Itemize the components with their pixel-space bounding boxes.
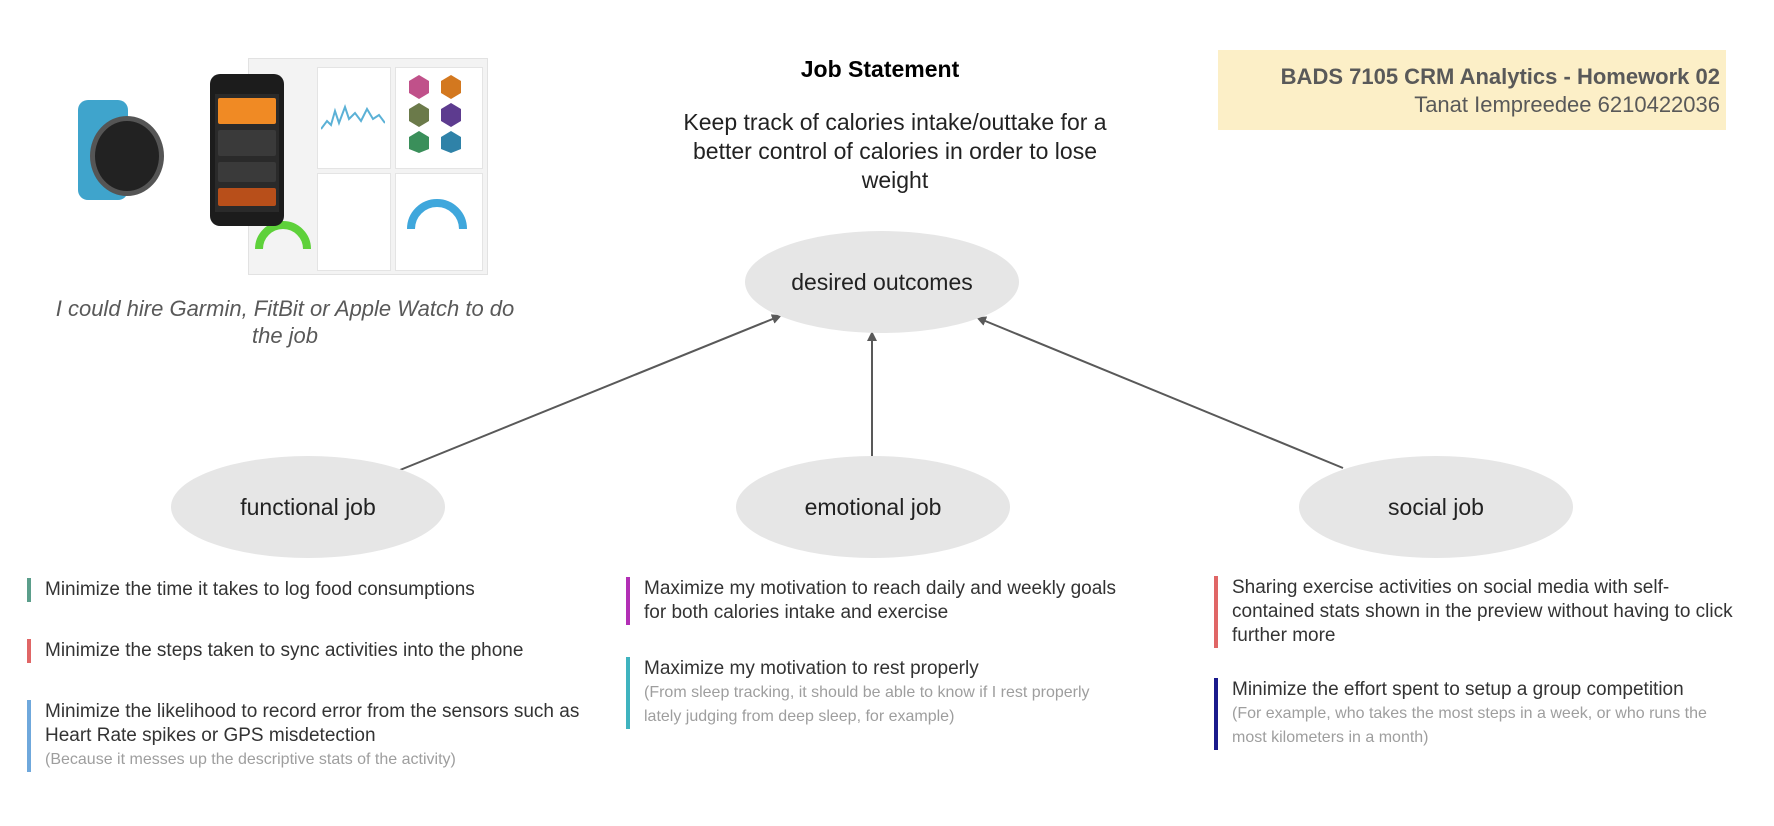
job-statement-title: Job Statement — [800, 56, 960, 82]
emotional-job-node: emotional job — [736, 456, 1010, 558]
item-text: Sharing exercise activities on social me… — [1232, 577, 1733, 646]
item-text: Maximize my motivation to rest properly — [644, 658, 979, 679]
item-text: Maximize my motivation to reach daily an… — [644, 578, 1117, 623]
badges-icon — [409, 75, 461, 153]
header-box: BADS 7105 CRM Analytics - Homework 02 Ta… — [1218, 50, 1726, 130]
item-text: Minimize the likelihood to record error … — [45, 701, 580, 746]
item-note: (From sleep tracking, it should be able … — [644, 684, 1090, 725]
functional-item: Minimize the steps taken to sync activit… — [27, 639, 587, 663]
item-text: Minimize the steps taken to sync activit… — [45, 640, 524, 661]
functional-item: Minimize the likelihood to record error … — [27, 700, 587, 772]
dashboard-screenshot — [248, 58, 488, 275]
functional-item: Minimize the time it takes to log food c… — [27, 578, 587, 602]
header-title: BADS 7105 CRM Analytics - Homework 02 — [1280, 64, 1720, 89]
hire-caption: I could hire Garmin, FitBit or Apple Wat… — [55, 296, 515, 348]
job-statement-text: Keep track of calories intake/outtake fo… — [683, 109, 1107, 193]
desired-outcomes-node: desired outcomes — [745, 231, 1019, 333]
heart-rate-chart-icon — [321, 104, 385, 130]
emotional-item: Maximize my motivation to rest properly … — [626, 657, 1126, 729]
steps-gauge-icon — [255, 221, 311, 249]
gauge-icon — [407, 199, 467, 230]
arrow-social-to-desired — [976, 316, 1344, 469]
watch-face — [90, 116, 164, 196]
social-job-node: social job — [1299, 456, 1573, 558]
emotional-item: Maximize my motivation to reach daily an… — [626, 577, 1126, 625]
header-subtitle: Tanat Iempreedee 6210422036 — [1414, 92, 1720, 117]
social-item: Minimize the effort spent to setup a gro… — [1214, 678, 1734, 750]
item-text: Minimize the time it takes to log food c… — [45, 579, 475, 600]
item-text: Minimize the effort spent to setup a gro… — [1232, 679, 1684, 700]
phone — [210, 74, 284, 226]
functional-job-node: functional job — [171, 456, 445, 558]
garmin-devices-image — [68, 58, 488, 275]
item-note: (Because it messes up the descriptive st… — [45, 751, 456, 768]
social-item: Sharing exercise activities on social me… — [1214, 576, 1734, 648]
item-note: (For example, who takes the most steps i… — [1232, 705, 1707, 746]
